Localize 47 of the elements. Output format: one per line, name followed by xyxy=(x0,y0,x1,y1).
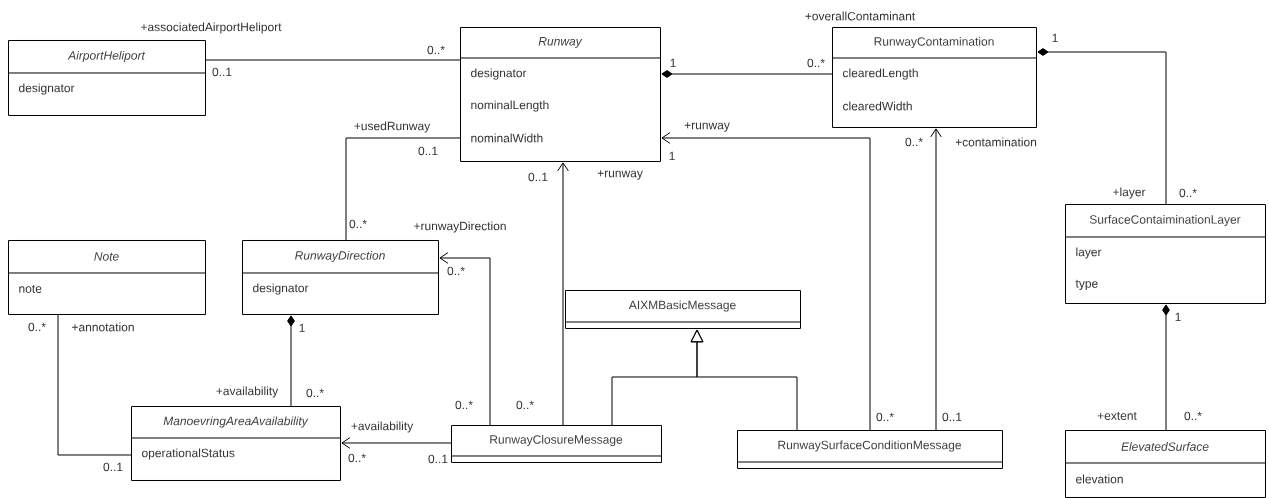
class-box: RunwayDirection designator xyxy=(241,240,439,315)
role-name: +availability xyxy=(351,421,414,433)
multiplicity: 0..* xyxy=(455,400,473,410)
role-name: +runway xyxy=(684,122,730,132)
association-arrow xyxy=(439,252,491,426)
multiplicity: 1 xyxy=(1052,33,1058,43)
association-arrow xyxy=(341,437,452,449)
association-line xyxy=(1037,48,1167,205)
class-box: Note note xyxy=(7,240,206,315)
association-line xyxy=(661,70,833,78)
multiplicity: 0..* xyxy=(876,412,894,422)
multiplicity: 0..* xyxy=(807,58,825,68)
association-line xyxy=(1162,304,1170,431)
role-name: +usedRunway xyxy=(354,121,431,133)
generalization-arrow xyxy=(690,329,798,431)
association-arrow xyxy=(930,128,942,431)
class-box: RunwayClosureMessage xyxy=(450,425,662,463)
multiplicity: 0..* xyxy=(516,400,534,410)
multiplicity: 0..1 xyxy=(942,412,962,422)
class-box: AirportHeliport designator xyxy=(7,40,206,116)
class-box: Runway designator nominalLength nominalWidth xyxy=(459,27,661,162)
multiplicity: 1 xyxy=(670,58,676,68)
association-line xyxy=(205,59,461,61)
role-name: +overallContaminant xyxy=(805,11,916,21)
multiplicity: 0..* xyxy=(427,45,445,55)
class-box: ElevatedSurface elevation xyxy=(1064,430,1266,498)
multiplicity: 0..1 xyxy=(418,146,438,156)
multiplicity: 0..1 xyxy=(212,67,232,77)
class-box: SurfaceContaiminationLayer layer type xyxy=(1064,204,1266,304)
association-line xyxy=(57,314,132,456)
multiplicity: 1 xyxy=(1175,312,1181,322)
role-name: +associatedAirportHeliport xyxy=(141,22,282,34)
association-arrow xyxy=(661,132,871,431)
multiplicity: 0..1 xyxy=(428,454,448,464)
multiplicity: 1 xyxy=(299,323,305,333)
class-box: RunwayContamination clearedLength clearedWidth xyxy=(831,27,1037,128)
role-name: +runwayDirection xyxy=(414,221,506,233)
class-box: AIXMBasicMessage xyxy=(564,290,801,329)
association-arrow xyxy=(557,162,569,426)
class-box: ManoevringAreaAvailability operationalStatus xyxy=(130,406,341,481)
multiplicity: 0..* xyxy=(348,453,366,463)
multiplicity: 0..* xyxy=(349,219,367,229)
association-line xyxy=(345,137,461,241)
class-box: RunwaySurfaceConditionMessage xyxy=(736,430,1003,469)
multiplicity: 0..1 xyxy=(103,462,123,472)
association-line xyxy=(287,315,295,407)
multiplicity: 0..* xyxy=(447,266,465,276)
